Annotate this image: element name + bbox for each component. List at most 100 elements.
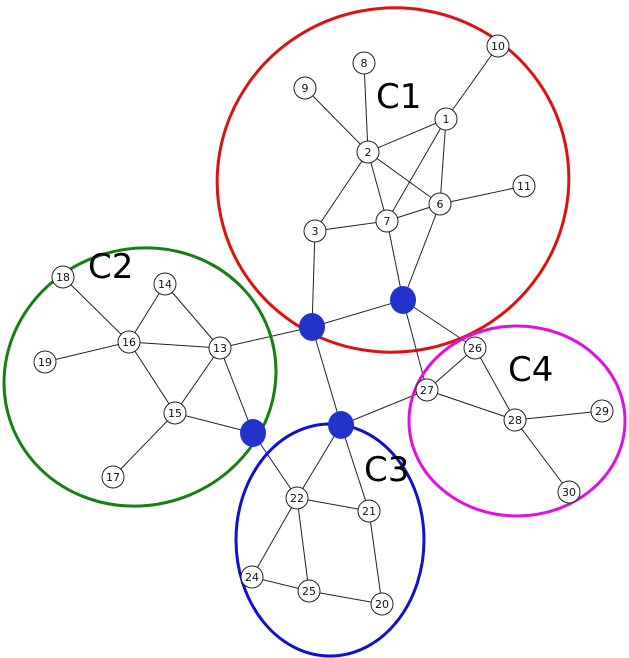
edge-21-20 (368, 510, 383, 605)
edge-3-hubA (311, 230, 316, 328)
cluster-c2-label: C2 (88, 247, 133, 287)
node-22: 22 (285, 486, 309, 510)
hub-node-hubD (328, 411, 354, 439)
edge-15-17 (112, 412, 176, 478)
edge-hubD-21 (340, 424, 370, 512)
node-15: 15 (163, 401, 187, 425)
edge-26-28 (474, 347, 516, 421)
node-2-circle (356, 140, 380, 164)
node-8: 8 (352, 51, 376, 75)
node-7-circle (375, 209, 399, 233)
node-1: 1 (434, 107, 458, 131)
node-27: 27 (415, 378, 439, 402)
node-6-circle (428, 192, 452, 216)
node-25-label: 25 (302, 585, 316, 598)
edge-hubA-hubD (311, 326, 342, 426)
edge-16-13 (128, 341, 221, 349)
edge-22-24 (251, 497, 298, 578)
node-26-circle (463, 336, 487, 360)
node-10: 10 (486, 34, 510, 58)
node-8-circle (352, 51, 376, 75)
node-21: 21 (357, 499, 381, 523)
node-9: 9 (293, 76, 317, 100)
node-27-circle (415, 378, 439, 402)
node-19-label: 19 (38, 356, 52, 369)
edge-13-hubC (219, 347, 254, 434)
node-1-circle (434, 107, 458, 131)
edge-8-2 (363, 62, 369, 153)
node-28-circle (503, 408, 527, 432)
node-16: 16 (117, 330, 141, 354)
node-11-circle (512, 174, 536, 198)
edge-6-hubB (402, 203, 441, 301)
node-9-circle (293, 76, 317, 100)
node-28-label: 28 (508, 414, 522, 427)
node-14-label: 14 (158, 278, 172, 291)
edge-3-7 (314, 220, 388, 232)
hub-node-hubC (240, 419, 266, 447)
edge-28-30 (514, 419, 570, 493)
node-30-label: 30 (562, 486, 576, 499)
edge-1-7 (386, 118, 447, 222)
node-30-circle (557, 480, 581, 504)
node-17: 17 (101, 465, 125, 489)
edge-16-15 (128, 341, 176, 414)
node-24: 24 (240, 565, 264, 589)
edge-18-16 (62, 276, 130, 343)
node-25: 25 (297, 579, 321, 603)
edge-25-20 (308, 590, 383, 605)
node-18: 18 (51, 265, 75, 289)
edge-13-15 (174, 347, 221, 414)
edge-14-13 (164, 283, 221, 349)
node-20-circle (370, 592, 394, 616)
node-29-label: 29 (595, 405, 609, 418)
node-2-label: 2 (365, 146, 372, 159)
edge-hubA-13 (219, 326, 313, 349)
node-22-circle (285, 486, 309, 510)
edge-hubA-hubB (311, 299, 404, 328)
edge-1-2 (367, 118, 447, 153)
edge-19-16 (44, 341, 130, 363)
node-20: 20 (370, 592, 394, 616)
node-26-label: 26 (468, 342, 482, 355)
edge-2-3 (314, 151, 369, 232)
edge-22-25 (296, 497, 310, 592)
cluster-c4-outline (407, 324, 627, 518)
edge-hubD-22 (296, 424, 342, 499)
edge-2-7 (367, 151, 388, 222)
edge-10-1 (445, 45, 499, 120)
node-27-label: 27 (420, 384, 434, 397)
node-10-circle (486, 34, 510, 58)
node-14: 14 (153, 272, 177, 296)
node-7-label: 7 (384, 215, 391, 228)
node-17-label: 17 (106, 471, 120, 484)
edge-27-28 (426, 389, 516, 421)
node-11: 11 (512, 174, 536, 198)
cluster-c1-label: C1 (376, 77, 421, 117)
cluster-c2-outline (2, 246, 278, 508)
node-3-label: 3 (312, 225, 319, 238)
hub-node-hubA (299, 313, 325, 341)
node-21-label: 21 (362, 505, 376, 518)
node-29: 29 (590, 399, 614, 423)
node-16-circle (117, 330, 141, 354)
node-17-circle (101, 465, 125, 489)
node-15-circle (163, 401, 187, 425)
node-18-circle (51, 265, 75, 289)
cluster-c4-label: C4 (508, 350, 553, 390)
node-22-label: 22 (290, 492, 304, 505)
node-8-label: 8 (361, 57, 368, 70)
node-21-circle (357, 499, 381, 523)
node-26: 26 (463, 336, 487, 360)
node-19: 19 (33, 350, 57, 374)
node-10-label: 10 (491, 40, 505, 53)
node-13-label: 13 (213, 342, 227, 355)
node-11-label: 11 (517, 180, 531, 193)
node-6-label: 6 (437, 198, 444, 211)
node-14-circle (153, 272, 177, 296)
node-30: 30 (557, 480, 581, 504)
node-1-label: 1 (443, 113, 450, 126)
node-2: 2 (356, 140, 380, 164)
